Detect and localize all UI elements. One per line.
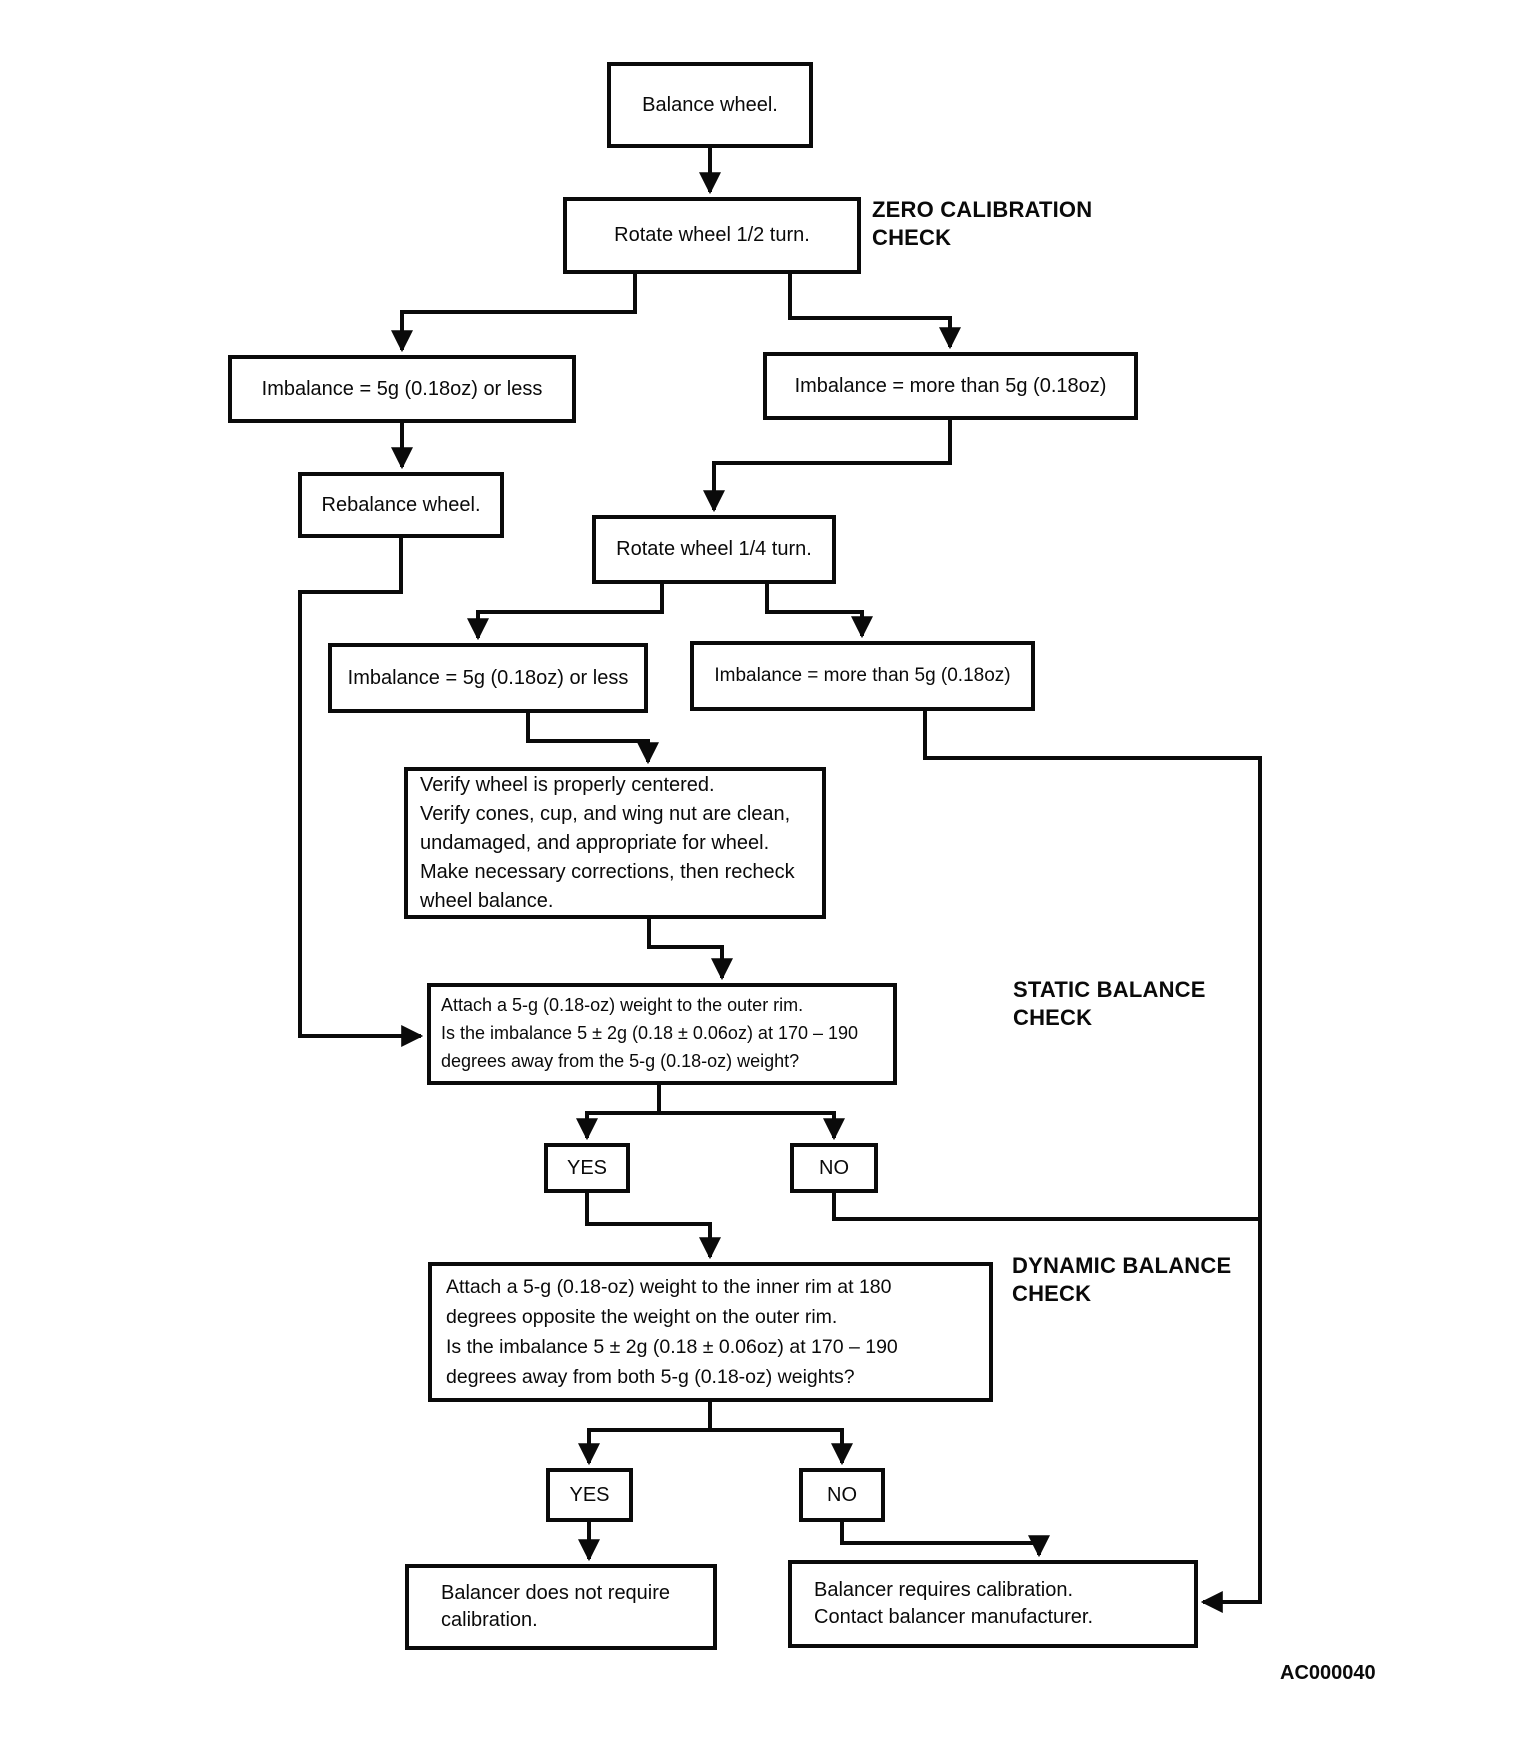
edge-rotatehalf-to-more1	[788, 274, 961, 350]
node-imbalance-more-than-5g-1: Imbalance = more than 5g (0.18oz)	[763, 352, 1138, 420]
node-rotate-quarter-turn: Rotate wheel 1/4 turn.	[592, 515, 836, 584]
node-dynamic-balance-question: Attach a 5-g (0.18-oz) weight to the inn…	[428, 1262, 993, 1402]
edge-no2-to-requires	[840, 1522, 1050, 1558]
node-balancer-no-calibration: Balancer does not require calibration.	[405, 1564, 717, 1650]
node-rebalance-wheel: Rebalance wheel.	[298, 472, 504, 538]
node-static-no: NO	[790, 1143, 878, 1193]
node-imbalance-5g-or-less-1: Imbalance = 5g (0.18oz) or less	[228, 355, 576, 423]
label-zero-calibration-check: ZERO CALIBRATION CHECK	[872, 197, 1093, 250]
edge-rotatequarter-to-more2	[765, 584, 873, 639]
edge-rebalance-to-static	[298, 538, 424, 1047]
node-dynamic-yes: YES	[546, 1468, 633, 1522]
edge-less2-to-verify	[526, 713, 659, 765]
node-imbalance-5g-or-less-2: Imbalance = 5g (0.18oz) or less	[328, 643, 648, 713]
node-verify-wheel-centered: Verify wheel is properly centered. Verif…	[404, 767, 826, 919]
edge-dynamic-to-no2	[710, 1428, 853, 1466]
node-dynamic-no: NO	[799, 1468, 885, 1522]
edge-static-to-yes1	[576, 1085, 661, 1141]
edge-static-to-no1	[659, 1111, 845, 1141]
edge-no1-to-rightrail	[832, 1193, 1260, 1221]
edge-more1-to-rotatequarter	[703, 420, 952, 513]
node-static-balance-question: Attach a 5-g (0.18-oz) weight to the out…	[427, 983, 897, 1085]
node-balance-wheel: Balance wheel.	[607, 62, 813, 148]
figure-code: AC000040	[1280, 1662, 1376, 1684]
edge-verify-to-static	[647, 919, 733, 981]
node-imbalance-more-than-5g-2: Imbalance = more than 5g (0.18oz)	[690, 641, 1035, 711]
edge-rotatequarter-to-less2	[467, 584, 664, 641]
edge-more2-to-requires	[923, 711, 1262, 1613]
label-dynamic-balance-check: DYNAMIC BALANCE CHECK	[1012, 1253, 1232, 1306]
node-static-yes: YES	[544, 1143, 630, 1193]
edge-dynamic-to-yes2	[578, 1402, 712, 1466]
edge-rotatehalf-to-less1	[391, 274, 637, 353]
node-balancer-requires-calibration: Balancer requires calibration. Contact b…	[788, 1560, 1198, 1648]
edge-yes1-to-dynamic	[585, 1193, 721, 1260]
label-static-balance-check: STATIC BALANCE CHECK	[1013, 977, 1206, 1030]
node-rotate-half-turn: Rotate wheel 1/2 turn.	[563, 197, 861, 274]
